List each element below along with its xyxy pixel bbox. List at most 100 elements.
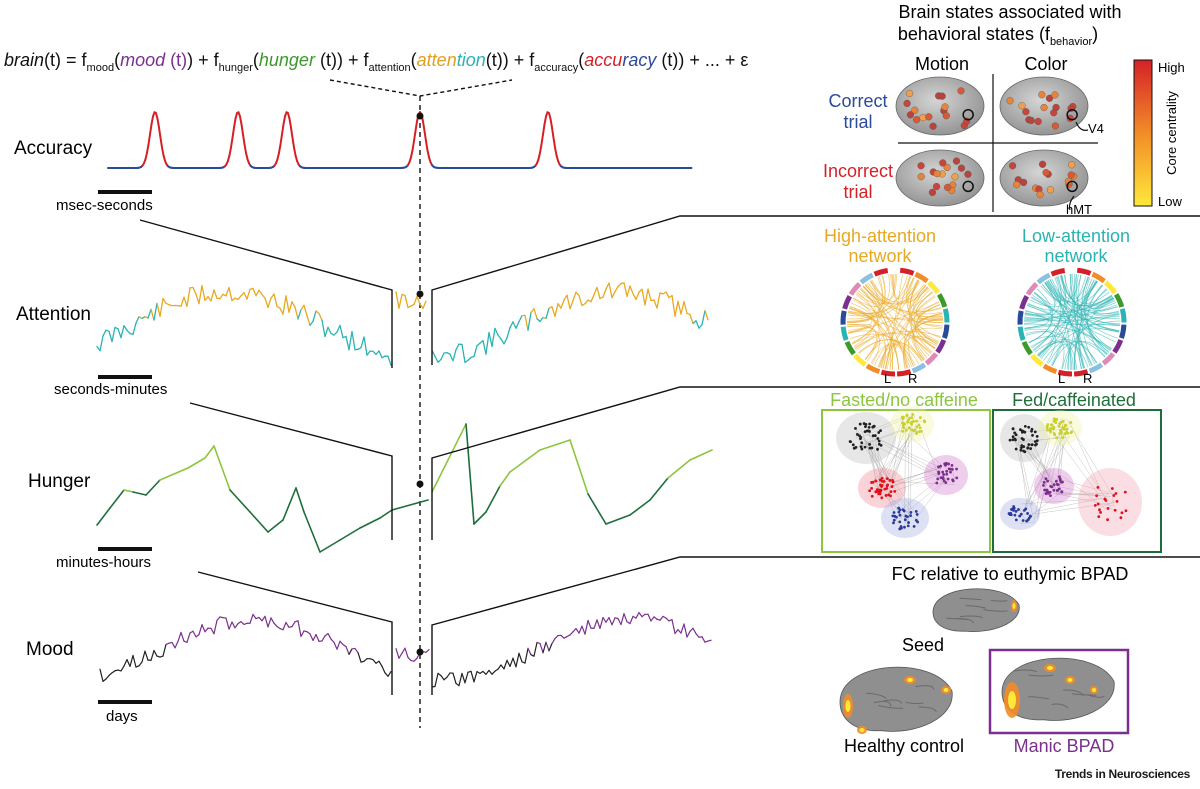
trace-segment bbox=[671, 619, 676, 635]
trace-segment bbox=[488, 331, 493, 348]
trace-segment bbox=[161, 146, 165, 157]
trace-segment bbox=[237, 295, 242, 301]
trace-segment bbox=[470, 670, 475, 683]
row-label-correct: Correct bbox=[828, 91, 887, 111]
trace-segment bbox=[674, 300, 679, 317]
chord-high-right: R bbox=[908, 371, 917, 386]
fasted-box bbox=[821, 409, 991, 553]
zoom-bracket-mood-right bbox=[431, 556, 1200, 695]
journal-credit: Trends in Neurosciences bbox=[1054, 767, 1190, 781]
trace-segment bbox=[629, 285, 634, 295]
trace-segment bbox=[354, 647, 359, 654]
row-label-attention: Attention bbox=[16, 304, 91, 325]
trace-segment bbox=[233, 117, 237, 129]
trace-segment bbox=[237, 621, 242, 625]
trace-segment bbox=[391, 499, 429, 511]
trace-segment bbox=[473, 670, 478, 683]
trace-segment bbox=[186, 287, 191, 308]
trace-segment bbox=[434, 355, 439, 363]
trace-segment bbox=[413, 295, 418, 306]
trace-segment bbox=[701, 309, 706, 326]
trace-segment bbox=[183, 296, 188, 308]
trace-segment bbox=[431, 459, 449, 493]
low-attention-title: Low-attention bbox=[1022, 226, 1130, 246]
trace-segment bbox=[540, 133, 544, 146]
trace-segment bbox=[683, 300, 688, 315]
trace-segment bbox=[649, 477, 669, 501]
equation-bracket bbox=[329, 79, 513, 97]
trace-segment bbox=[381, 665, 386, 674]
trace-segment bbox=[282, 487, 297, 521]
trace-segment bbox=[425, 140, 429, 152]
trace-segment bbox=[204, 627, 209, 633]
row-label-incorrect: Incorrect bbox=[823, 161, 893, 181]
trace-segment bbox=[605, 282, 610, 290]
trace-segment bbox=[293, 146, 297, 157]
trace-segment bbox=[653, 616, 658, 620]
trace-segment bbox=[278, 143, 282, 154]
trace-segment bbox=[677, 629, 682, 634]
trace-segment bbox=[512, 657, 517, 668]
trace-segment bbox=[422, 300, 427, 309]
trace-segment bbox=[401, 647, 406, 654]
trace-segment bbox=[569, 300, 574, 310]
trace-segment bbox=[491, 670, 496, 675]
hmt-pointer bbox=[1068, 195, 1075, 211]
trace-segment bbox=[282, 115, 286, 126]
trace-segment bbox=[518, 652, 523, 663]
trace-segment bbox=[216, 616, 221, 622]
trace-segment bbox=[102, 678, 107, 682]
trace-segment bbox=[410, 149, 414, 159]
brain-surface-icon bbox=[999, 149, 1089, 207]
trace-segment bbox=[162, 643, 167, 657]
trace-segment bbox=[447, 423, 467, 461]
trace-segment bbox=[680, 300, 685, 315]
trace-segment bbox=[551, 637, 556, 645]
trace-segment bbox=[551, 126, 555, 139]
trace-segment bbox=[102, 329, 107, 337]
trace-segment bbox=[324, 633, 329, 637]
trace-segment bbox=[500, 338, 505, 345]
trace-segment bbox=[177, 631, 182, 642]
trace-segment bbox=[159, 297, 164, 318]
trace-segment bbox=[219, 293, 224, 300]
trace-segment bbox=[267, 519, 284, 533]
trace-segment bbox=[452, 348, 457, 362]
trace-segment bbox=[126, 659, 131, 667]
trace-segment bbox=[647, 613, 652, 622]
trace-segment bbox=[554, 303, 559, 318]
trace-segment bbox=[123, 325, 128, 331]
trace-segment bbox=[180, 296, 185, 307]
trace-segment bbox=[671, 294, 676, 317]
trace-segment bbox=[339, 640, 344, 646]
trace-segment bbox=[560, 299, 565, 309]
trace-segment bbox=[138, 661, 143, 667]
trace-segment bbox=[443, 676, 448, 681]
trace-segment bbox=[156, 302, 161, 318]
trace-segment bbox=[596, 286, 601, 300]
trace-segment bbox=[270, 617, 275, 624]
trace-segment bbox=[333, 331, 338, 336]
trace-segment bbox=[372, 659, 377, 664]
trace-segment bbox=[404, 647, 409, 659]
trace-segment bbox=[156, 117, 160, 129]
trace-segment bbox=[273, 622, 278, 628]
trace-segment bbox=[641, 288, 646, 306]
trace-segment bbox=[407, 656, 412, 662]
trace-segment bbox=[117, 328, 122, 339]
trace-segment bbox=[132, 322, 137, 335]
trace-segment bbox=[174, 640, 179, 649]
trace-segment bbox=[422, 120, 426, 132]
cortex-map-icon-healthy bbox=[839, 666, 953, 734]
trace-segment bbox=[357, 651, 362, 663]
trace-segment bbox=[599, 616, 604, 629]
trace-segment bbox=[171, 641, 176, 649]
trace-segment bbox=[476, 342, 481, 347]
trace-segment bbox=[246, 288, 251, 300]
trace-segment bbox=[267, 617, 272, 628]
trace-segment bbox=[617, 617, 622, 626]
trace-segment bbox=[231, 126, 235, 139]
trace-segment bbox=[267, 297, 272, 309]
trace-segment bbox=[542, 641, 547, 654]
row-label-correct-2: trial bbox=[843, 112, 872, 132]
